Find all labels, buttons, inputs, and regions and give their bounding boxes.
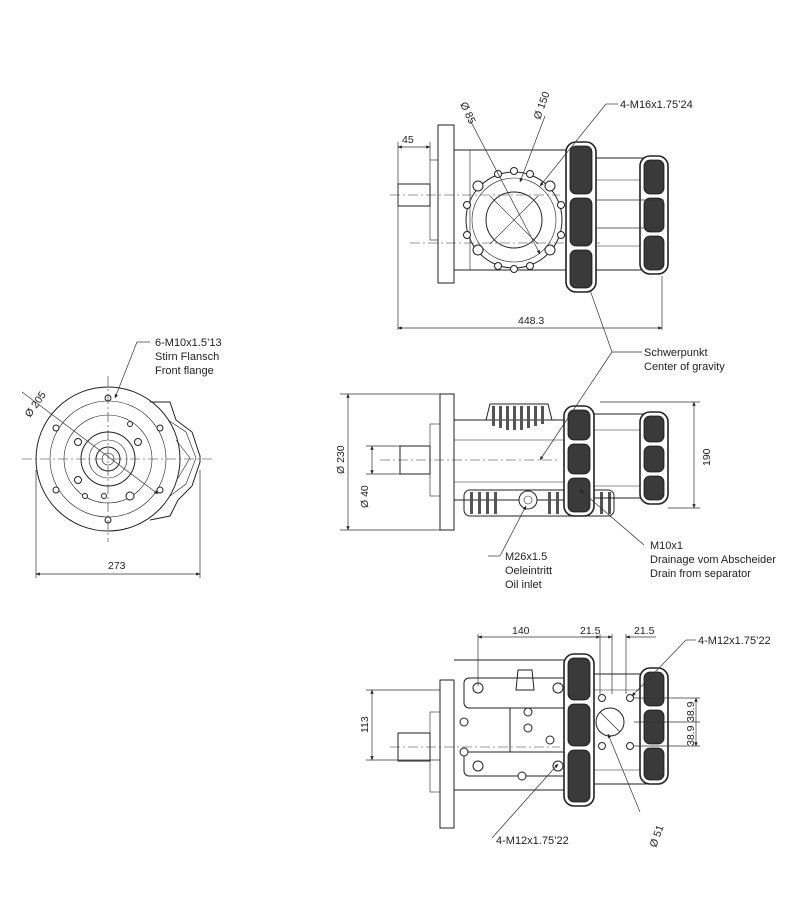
bottom-view (366, 634, 700, 839)
dim-21a-label: 21.5 (580, 625, 601, 637)
dim-448-label: 448.3 (518, 315, 544, 327)
front-flange-thread-label: 6-M10x1.5’13 (155, 337, 222, 349)
dim-190-label: 190 (701, 448, 713, 466)
front-flange-de-label: Stirn Flansch (155, 351, 219, 363)
top-view (390, 103, 669, 330)
drain-thread-label: M10x1 (650, 540, 683, 552)
lower-ribs (470, 492, 611, 514)
oil-inlet-port (518, 490, 538, 510)
dia-85-label: Ø 85 (457, 100, 478, 126)
thread-m12-bottom-label: 4-M12x1.75’22 (496, 835, 569, 847)
dia-230-label: Ø 230 (335, 445, 347, 474)
side-view (340, 289, 700, 557)
dim-38b-label: 38.9 (685, 725, 697, 746)
dim-140-label: 140 (512, 625, 530, 637)
inlet-en-label: Oil inlet (505, 579, 542, 591)
dim-113-label: 113 (359, 716, 371, 733)
dim-38a-label: 38.9 (685, 701, 697, 722)
gear-teeth (463, 167, 565, 273)
width-273-label: 273 (108, 560, 126, 572)
upper-ribs (492, 406, 544, 430)
cog-de-label: Schwerpunkt (644, 347, 708, 359)
dia-51-label: Ø 51 (648, 823, 667, 849)
cog-en-label: Center of gravity (644, 361, 725, 373)
dim-45-label: 45 (402, 134, 414, 146)
dia-40-label: Ø 40 (359, 485, 371, 508)
front-view (21, 341, 212, 578)
thread-m12-top-label: 4-M12x1.75’22 (698, 635, 771, 647)
front-flange-en-label: Front flange (155, 365, 214, 377)
dim-21b-label: 21.5 (634, 625, 655, 637)
bracket-bolts (598, 694, 634, 750)
thread-m16-label: 4-M16x1.75’24 (620, 99, 693, 111)
inlet-thread-label: M26x1.5 (505, 551, 547, 563)
inlet-de-label: Oeleintritt (505, 565, 552, 577)
drain-en-label: Drain from separator (650, 568, 751, 580)
drain-de-label: Drainage vom Abscheider (650, 554, 776, 566)
dia-150-label: Ø 150 (532, 90, 553, 121)
block-bolts (459, 682, 564, 781)
dia-205-label: Ø 205 (23, 389, 49, 419)
